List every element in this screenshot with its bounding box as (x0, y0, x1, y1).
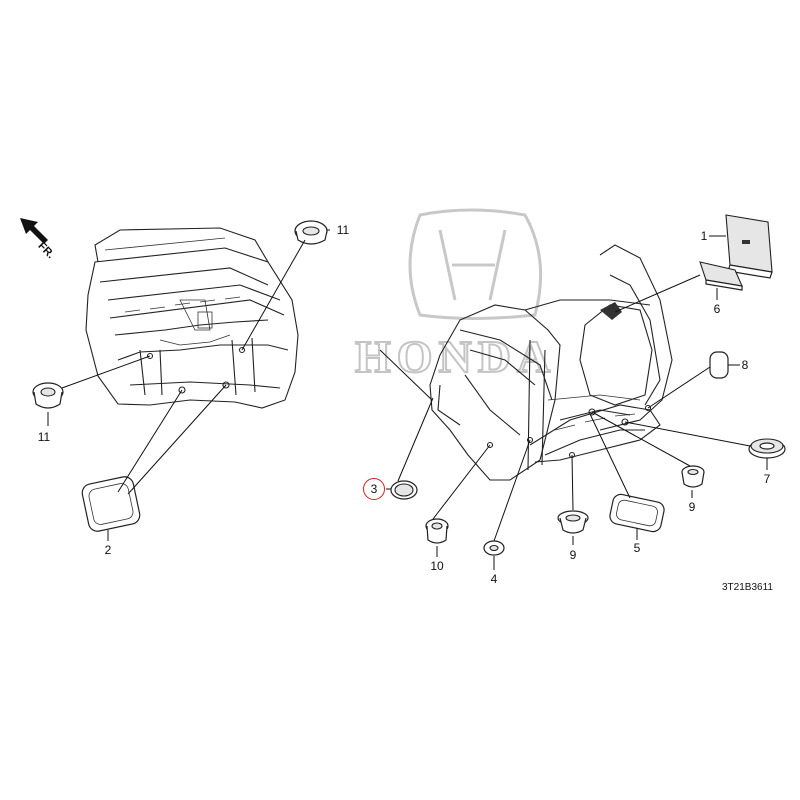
callout-8: 8 (741, 358, 749, 372)
right-body-view (429, 244, 673, 481)
part-6-clip (699, 261, 743, 291)
part-9-grommet-left (557, 510, 589, 534)
part-8-seal (709, 351, 729, 379)
callout-9-left: 9 (569, 548, 577, 562)
part-5-frame-seal (609, 493, 665, 533)
part-9-grommet-right (681, 465, 705, 488)
part-10-grommet (425, 518, 449, 544)
part-11-grommet-left (32, 382, 64, 409)
part-2-frame-seal (81, 476, 141, 532)
part-11-grommet-top (294, 220, 328, 245)
drawing-code: 3T21B3611 (722, 582, 773, 593)
left-body-view (85, 227, 299, 409)
part-3-plug (390, 480, 418, 500)
part-1-insulator-sheet (725, 214, 773, 279)
callout-5: 5 (633, 541, 641, 555)
front-arrow-icon (20, 218, 48, 244)
callout-3-highlight (363, 478, 385, 500)
callout-6: 6 (713, 302, 721, 316)
callout-1: 1 (700, 229, 708, 243)
callout-10: 10 (430, 559, 444, 573)
callout-11-left: 11 (37, 430, 51, 444)
callout-7: 7 (763, 472, 771, 486)
part-7-plug (748, 438, 786, 459)
callout-9-right: 9 (688, 500, 696, 514)
callout-2: 2 (104, 543, 112, 557)
leader-lines (47, 229, 768, 570)
callout-11-top: 11 (336, 223, 350, 237)
callout-4: 4 (490, 572, 498, 586)
part-4-washer (483, 540, 505, 556)
callout-3: 3 (370, 482, 378, 496)
